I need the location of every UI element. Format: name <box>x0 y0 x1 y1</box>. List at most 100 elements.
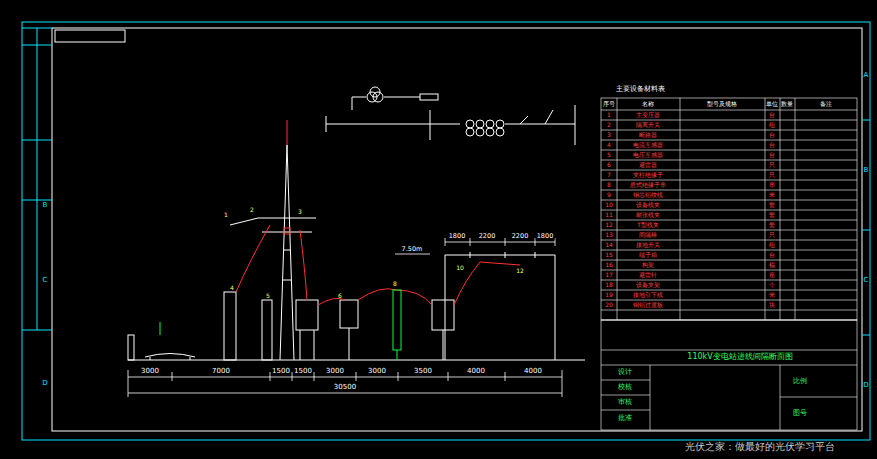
dimension: 2200 <box>478 233 497 240</box>
callout-number: 12 <box>515 268 525 274</box>
callout-number: 2 <box>249 207 255 213</box>
dimension: 1800 <box>448 233 467 240</box>
table-cell: 2 <box>606 122 612 128</box>
table-rule <box>601 120 857 121</box>
zone-letter: C <box>863 277 870 284</box>
callout-number: 6 <box>337 293 343 299</box>
table-cell: 套 <box>768 202 776 208</box>
table-cell: 构架 <box>641 262 655 268</box>
table-cell: 16 <box>604 262 614 268</box>
table-cell: 避雷器 <box>638 162 658 168</box>
dimension: 3500 <box>413 368 433 375</box>
callout-number: 5 <box>265 293 271 299</box>
elevation: 7.50m <box>401 246 424 253</box>
dimension: 30500 <box>333 384 357 391</box>
table-cell: 间隔棒 <box>638 232 658 238</box>
table-rule <box>601 170 857 171</box>
table-cell: 铜铝过渡板 <box>632 302 664 308</box>
table-cell: 米 <box>768 292 776 298</box>
table-cell: 接地引下线 <box>632 292 664 298</box>
table-cell: 台 <box>768 152 776 158</box>
table-rule <box>601 280 857 281</box>
table-rule <box>601 180 857 181</box>
table-rule <box>601 250 857 251</box>
table-cell: 钢芯铝绞线 <box>632 192 664 198</box>
watermark: 光伏之家：做最好的光伏学习平台 <box>684 442 836 452</box>
table-cell: 榀 <box>768 262 776 268</box>
dimension: 4000 <box>466 368 486 375</box>
table-cell: 11 <box>604 212 614 218</box>
table-rule <box>601 160 857 161</box>
dimension: 4000 <box>523 368 543 375</box>
table-cell: 座 <box>768 272 776 278</box>
table-rule <box>601 220 857 221</box>
table-cell: 接地开关 <box>635 242 661 248</box>
zone-letter: D <box>41 380 48 387</box>
title-block-field: 设计 <box>617 369 633 376</box>
table-cell: 断路器 <box>638 132 658 138</box>
zone-letter: C <box>42 277 49 284</box>
table-cell: 套 <box>768 212 776 218</box>
table-cell: 主变压器 <box>635 112 661 118</box>
table-cell: 19 <box>604 292 614 298</box>
table-cell: 隔离开关 <box>635 122 661 128</box>
title-block-field: 审核 <box>617 399 633 406</box>
table-cell: 台 <box>768 252 776 258</box>
table-cell: T型线夹 <box>636 222 660 228</box>
dimension: 1800 <box>536 233 555 240</box>
table-cell: 10 <box>604 202 614 208</box>
table-cell: 18 <box>604 282 614 288</box>
table-cell: 设备线夹 <box>635 202 661 208</box>
table-cell: 串 <box>768 182 776 188</box>
table-cell: 17 <box>604 272 614 278</box>
table-cell: 14 <box>604 242 614 248</box>
table-rule <box>601 300 857 301</box>
callout-number: 10 <box>455 265 465 271</box>
table-cell: 块 <box>768 302 776 308</box>
table-cell: 台 <box>768 132 776 138</box>
dimension: 3000 <box>140 368 160 375</box>
table-header: 备注 <box>819 101 833 107</box>
table-cell: 3 <box>606 132 612 138</box>
callout-number: 1 <box>223 212 229 218</box>
table-cell: 8 <box>606 182 612 188</box>
table-cell: 1 <box>606 112 612 118</box>
table-header: 型号及规格 <box>706 101 738 107</box>
dimension: 3000 <box>325 368 345 375</box>
table-rule <box>601 190 857 191</box>
table-cell: 6 <box>606 162 612 168</box>
table-rule <box>601 140 857 141</box>
table-cell: 5 <box>606 152 612 158</box>
table-rule <box>601 260 857 261</box>
dimension: 7000 <box>211 368 231 375</box>
table-cell: 米 <box>768 192 776 198</box>
title-block-field: 图号 <box>792 410 808 417</box>
table-cell: 7 <box>606 172 612 178</box>
table-cell: 只 <box>768 172 776 178</box>
table-rule <box>601 200 857 201</box>
table-cell: 组 <box>768 242 776 248</box>
table-rule <box>601 230 857 231</box>
table-cell: 组 <box>768 122 776 128</box>
table-cell: 耐张线夹 <box>635 212 661 218</box>
table-cell: 15 <box>604 252 614 258</box>
table-title: 主要设备材料表 <box>615 86 666 93</box>
table-cell: 台 <box>768 112 776 118</box>
title-block-field: 校核 <box>617 384 633 391</box>
table-cell: 设备支架 <box>635 282 661 288</box>
table-cell: 端子箱 <box>638 252 658 258</box>
table-header: 名称 <box>641 101 655 107</box>
table-header: 单位 <box>765 101 779 107</box>
table-rule <box>601 110 857 111</box>
drawing-title: 110kV变电站进线间隔断面图 <box>686 353 793 361</box>
callout-number: 8 <box>392 281 398 287</box>
dimension: 1500 <box>271 368 291 375</box>
zone-letter: A <box>863 72 870 79</box>
table-cell: 悬式绝缘子串 <box>629 182 667 188</box>
table-cell: 电压互感器 <box>632 152 664 158</box>
title-block-field: 批准 <box>617 415 633 422</box>
table-rule <box>601 130 857 131</box>
callout-number: 4 <box>229 285 235 291</box>
